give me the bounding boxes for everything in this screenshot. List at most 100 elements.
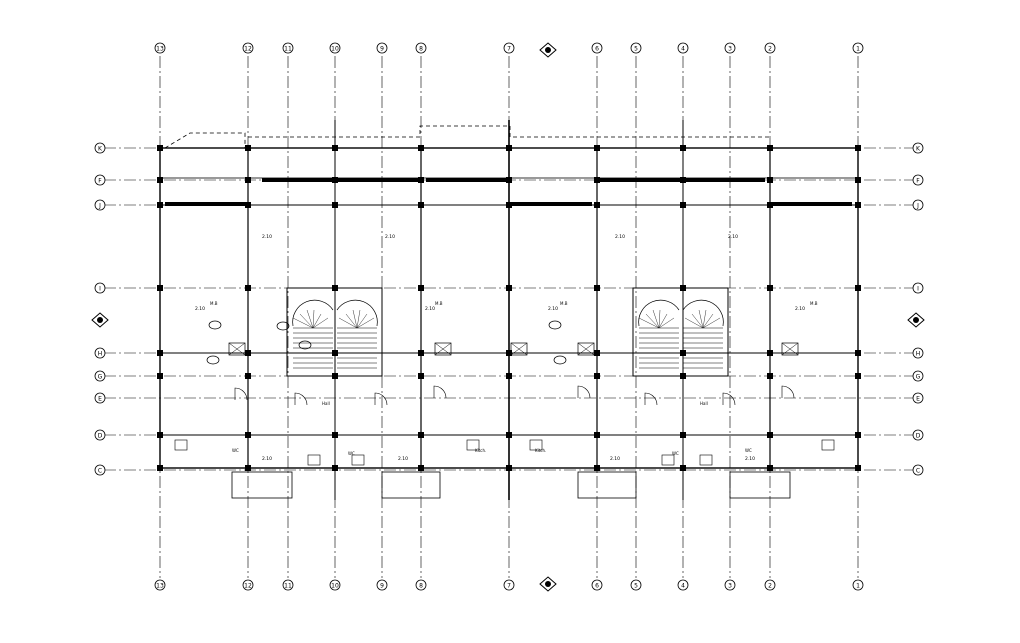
column	[245, 177, 251, 183]
grid-label: E	[916, 396, 920, 403]
projection-outline-left	[164, 132, 246, 149]
grid-bubble	[94, 199, 106, 211]
stair-winder-tread	[312, 313, 322, 329]
column	[855, 285, 861, 291]
door-swing	[294, 392, 308, 406]
column	[594, 373, 600, 379]
stair-winder-tread	[306, 309, 314, 329]
column	[767, 373, 773, 379]
column	[418, 373, 424, 379]
column	[245, 285, 251, 291]
grid-bubble	[94, 282, 106, 294]
column	[332, 285, 338, 291]
room-label: Hall	[700, 401, 708, 406]
grid-label: C	[98, 468, 102, 475]
grid-label: 2	[768, 46, 772, 53]
room-label: Kitch.	[475, 448, 486, 453]
grid-bubble	[677, 579, 689, 591]
grid-bubble	[912, 392, 924, 404]
column	[680, 177, 686, 183]
level-label: 2.10	[745, 456, 755, 462]
toilet-icon	[298, 340, 312, 350]
column	[680, 145, 686, 151]
grid-label: H	[98, 351, 103, 358]
entrance-step	[231, 471, 293, 499]
column	[157, 350, 163, 356]
stair-winder-tread	[658, 313, 668, 329]
grid-label: K	[98, 146, 103, 153]
stair-winder-tread	[645, 313, 660, 329]
window-marker	[426, 178, 506, 182]
grid-label: D	[98, 433, 103, 440]
grid-bubble	[591, 579, 603, 591]
column	[245, 202, 251, 208]
grid-bubble	[852, 579, 864, 591]
vent-box	[699, 454, 713, 466]
grid-bubble	[154, 579, 166, 591]
vent-box	[661, 454, 675, 466]
sink-icon	[434, 342, 452, 356]
column	[332, 145, 338, 151]
column	[767, 177, 773, 183]
stair-winder-tread	[691, 313, 704, 329]
grid-label: D	[916, 433, 921, 440]
column	[594, 145, 600, 151]
room-label: Hall	[322, 401, 330, 406]
column	[767, 202, 773, 208]
north-arrow-icon	[539, 576, 557, 592]
grid-bubble	[724, 42, 736, 54]
column	[506, 432, 512, 438]
grid-bubble	[376, 42, 388, 54]
grid-label: 5	[634, 583, 638, 590]
grid-label: I	[917, 286, 919, 293]
grid-label: G	[916, 374, 921, 381]
column	[506, 350, 512, 356]
column	[767, 285, 773, 291]
grid-bubble	[415, 579, 427, 591]
column	[157, 373, 163, 379]
grid-bubble	[154, 42, 166, 54]
room-label: WC	[232, 448, 239, 453]
door-swing	[722, 392, 736, 406]
entrance-step	[381, 471, 441, 499]
grid-bubble	[329, 579, 341, 591]
grid-label: 12	[244, 583, 252, 590]
grid-label: 9	[380, 46, 384, 53]
vent-box	[821, 439, 835, 451]
grid-bubble	[912, 142, 924, 154]
column	[157, 202, 163, 208]
vent-box	[307, 454, 321, 466]
column	[767, 432, 773, 438]
fixtures	[165, 178, 852, 466]
column	[418, 432, 424, 438]
stair-winder-tread	[658, 317, 675, 329]
stair-winder-tread	[702, 317, 721, 329]
grid-label: I	[99, 286, 101, 293]
column	[157, 465, 163, 471]
stair-winder-tread	[658, 309, 661, 329]
stair-winder-tread	[312, 317, 329, 329]
level-label: 2.10	[795, 306, 805, 312]
grid-label: 8	[419, 583, 423, 590]
grid-label: 3	[728, 583, 732, 590]
door-swing	[374, 392, 388, 406]
column	[245, 373, 251, 379]
grid-label: F	[98, 178, 102, 185]
grid-label: K	[916, 146, 921, 153]
column	[506, 373, 512, 379]
vent-box	[351, 454, 365, 466]
stair-winder	[292, 299, 334, 327]
section-marker-icon	[907, 312, 925, 328]
grid-label: 11	[284, 583, 292, 590]
grid-bubble	[329, 42, 341, 54]
column	[855, 465, 861, 471]
vent-box	[529, 439, 543, 451]
stair-winder-tread	[345, 313, 358, 329]
level-label: 2.10	[385, 234, 395, 240]
room-label: WC	[672, 451, 679, 456]
grid-label: 8	[419, 46, 423, 53]
stair-winder-tread	[356, 313, 368, 329]
grid-bubble	[94, 392, 106, 404]
room-label: M.B	[210, 301, 218, 306]
column	[855, 432, 861, 438]
